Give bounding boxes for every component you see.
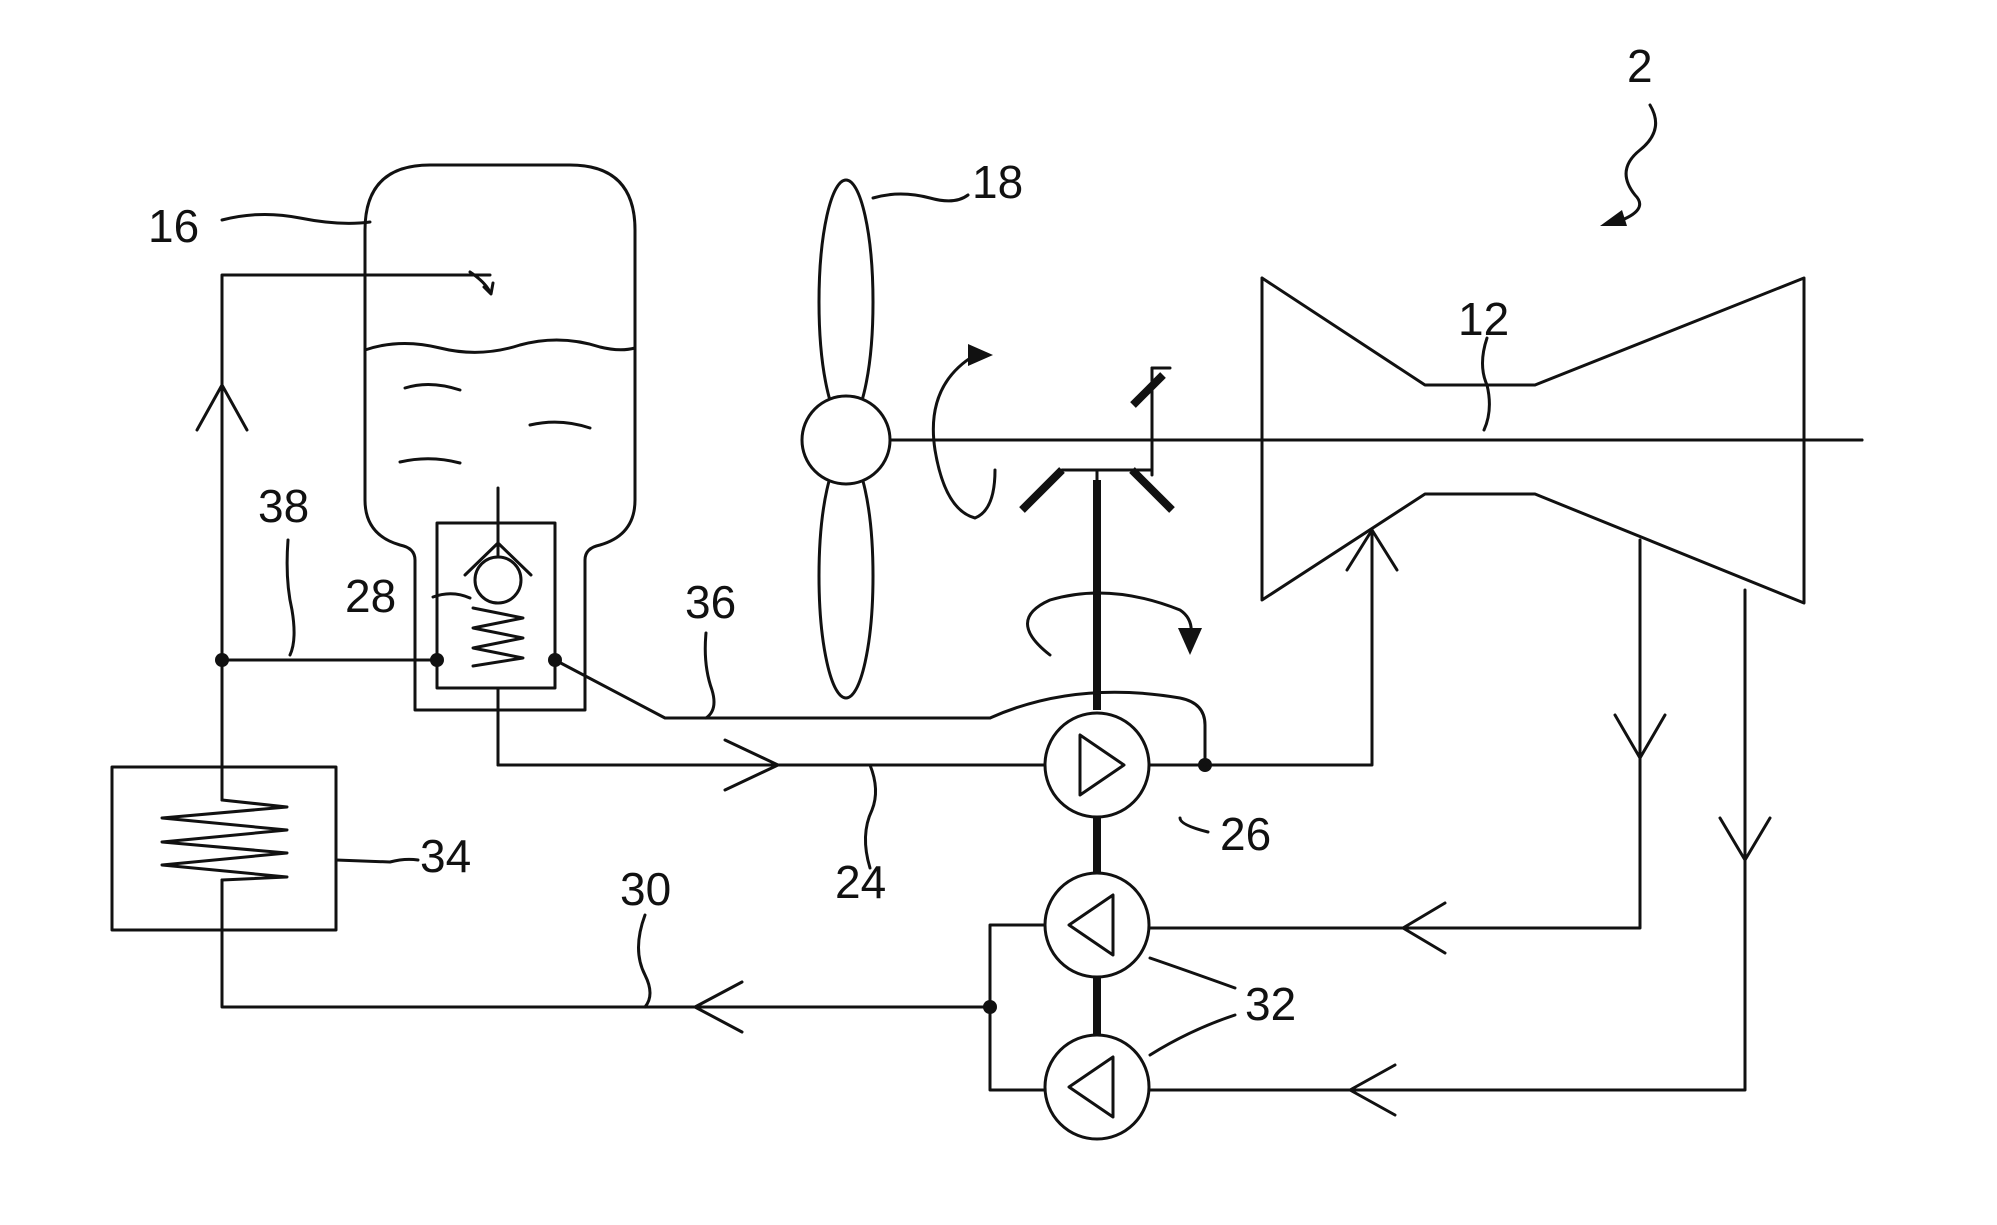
label-feed-line: 24: [835, 856, 886, 908]
scavenge-line-upper: [1149, 540, 1665, 953]
label-heat-exchanger: 34: [420, 830, 471, 882]
label-system: 2: [1627, 40, 1653, 92]
label-valve: 28: [345, 570, 396, 622]
label-line-38: 38: [258, 480, 309, 532]
label-feed-pump: 26: [1220, 808, 1271, 860]
scavenge-pump-lower: [1045, 1035, 1149, 1139]
feed-pump: [1045, 713, 1149, 817]
label-return-line: 30: [620, 863, 671, 915]
label-line-36: 36: [685, 576, 736, 628]
label-shaft: 12: [1458, 293, 1509, 345]
gearbox-drive: [1022, 368, 1202, 710]
check-valve: [430, 488, 562, 765]
heat-exchanger: [112, 767, 336, 930]
label-scavenge-pumps: 32: [1245, 978, 1296, 1030]
oil-tank: [365, 165, 635, 710]
label-tank: 16: [148, 200, 199, 252]
scavenge-pump-upper: [1045, 873, 1149, 977]
label-fan: 18: [972, 156, 1023, 208]
